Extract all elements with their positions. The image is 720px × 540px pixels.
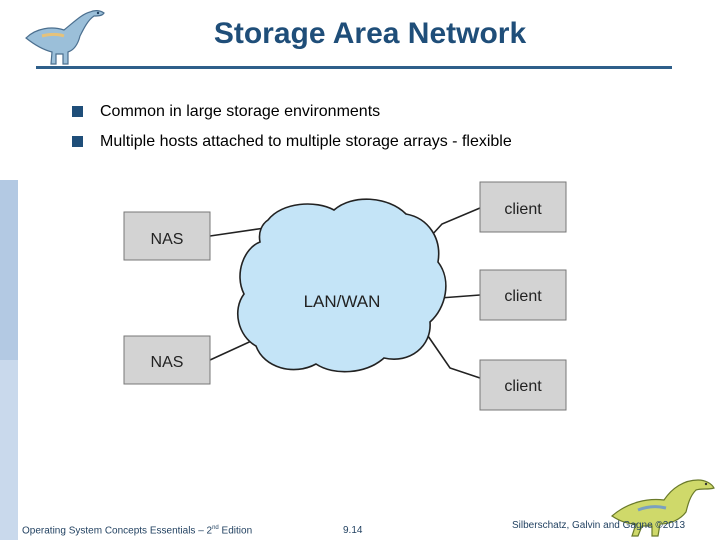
footer-book: Operating System Concepts Essentials – 2 <box>22 525 213 537</box>
client-label: client <box>504 288 542 305</box>
dinosaur-icon <box>25 10 105 65</box>
link-nas-1 <box>209 227 266 237</box>
nas-label: NAS <box>151 231 184 248</box>
client-label: client <box>504 201 542 218</box>
bullet-list: Common in large storage environments Mul… <box>72 100 512 160</box>
client-label: client <box>504 378 542 395</box>
link-client-3 <box>427 335 481 379</box>
client-box: client <box>479 359 567 411</box>
client-box: client <box>479 269 567 321</box>
left-decor-band-lower <box>0 360 18 540</box>
lan-wan-cloud <box>236 198 447 373</box>
title-rule <box>36 66 672 69</box>
link-client-2 <box>439 294 481 299</box>
nas-box: NAS <box>123 211 211 261</box>
nas-box: NAS <box>123 335 211 385</box>
nas-label: NAS <box>151 354 184 371</box>
bullet-marker-icon <box>72 136 83 147</box>
left-band-top <box>0 0 18 180</box>
san-diagram: LAN/WAN NAS NAS client client client <box>123 181 567 411</box>
slide-title: Storage Area Network <box>213 17 527 50</box>
bullet-text: Common in large storage environments <box>100 103 381 120</box>
bullet-item: Common in large storage environments <box>72 100 512 130</box>
footer-edition-sup: nd <box>212 525 219 531</box>
bullet-text: Multiple hosts attached to multiple stor… <box>100 133 512 150</box>
footer-copyright: Silberschatz, Galvin and Gagne ©2013 <box>512 520 686 531</box>
cloud-label: LAN/WAN <box>304 292 381 311</box>
bullet-marker-icon <box>72 106 83 117</box>
footer-page-number: 9.14 <box>343 525 363 536</box>
dinosaur-icon <box>611 479 715 537</box>
client-box: client <box>479 181 567 233</box>
footer-edition: Edition <box>218 525 253 537</box>
bullet-item: Multiple hosts attached to multiple stor… <box>72 130 512 160</box>
footer-book-title: Operating System Concepts Essentials – 2… <box>22 525 252 536</box>
